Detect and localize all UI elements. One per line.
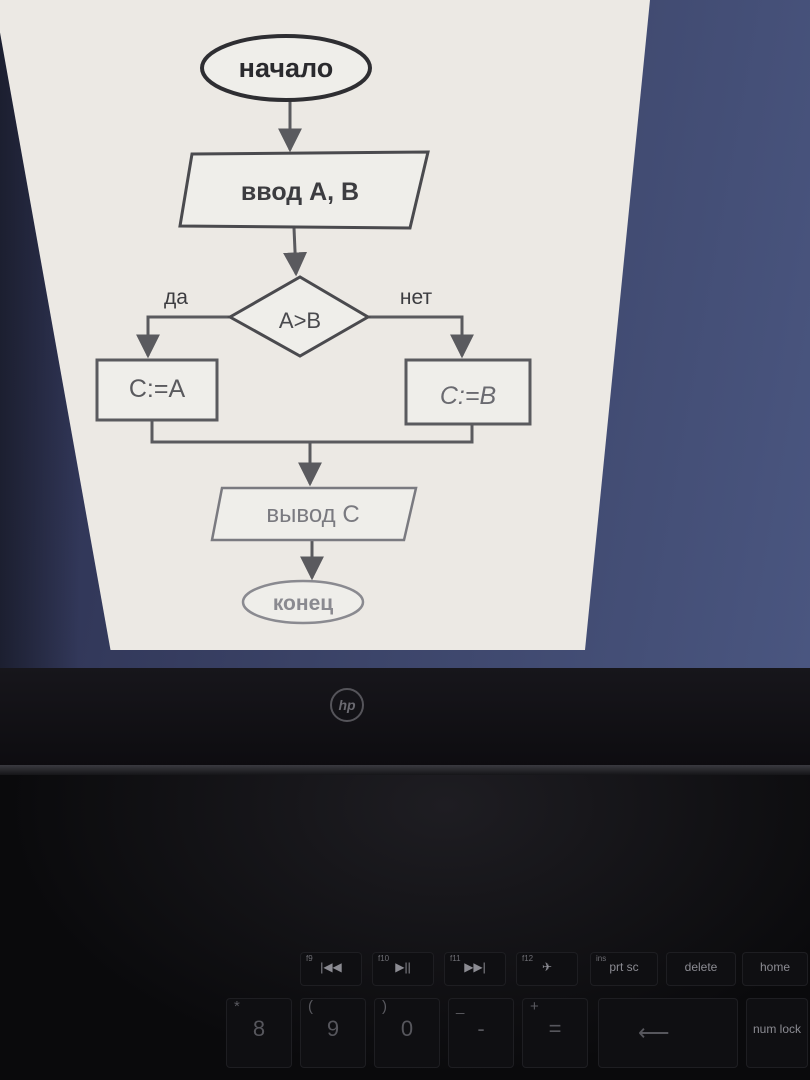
key-delete-label: delete [684,960,718,974]
key-prtsc[interactable]: ins prt sc [590,952,658,986]
key-f12-sub: f12 [522,954,534,963]
key-num-lock[interactable]: num lock [746,998,808,1068]
assign-no-box [404,358,532,426]
key-f9-sub: f9 [306,954,313,963]
start-terminal [200,34,372,102]
key-f9-label: |◀◀ [320,960,342,974]
hp-logo: hp [330,688,364,722]
key-8-main: 8 [252,1016,266,1041]
input-label: ввод A, B [241,178,359,206]
key-delete[interactable]: delete [666,952,736,986]
screen-bezel [0,668,810,768]
key-f10-sub: f10 [378,954,390,963]
key-9-shift: ( [308,998,313,1015]
key-0[interactable]: ) 0 [374,998,440,1068]
key-9-main: 9 [326,1016,340,1041]
key-f11-sub: f11 [450,954,461,963]
key-prtsc-sub: ins [596,954,607,963]
connector-merge [150,420,474,444]
end-terminal [241,579,365,625]
key-8[interactable]: * 8 [226,998,292,1068]
connector-input-decision [283,227,308,277]
key-0-shift: ) [382,998,387,1015]
no-label: нет [400,286,433,309]
backspace-arrow-icon: ⟵ [638,1020,670,1045]
key-minus-shift: _ [456,998,465,1015]
key-equals-main: = [548,1016,562,1041]
key-f11[interactable]: f11 ▶▶| [444,952,506,986]
flowchart: начало ввод A, B A>B да нет C:=A C:=B вы… [95,34,532,625]
key-f11-label: ▶▶| [464,960,486,974]
start-label: начало [239,53,334,83]
decision-diamond [226,275,371,358]
key-f10[interactable]: f10 ▶|| [372,952,434,986]
yes-label: да [164,286,188,309]
connector-yes-branch [136,315,230,359]
key-num-lock-label: num lock [752,1022,802,1036]
key-9[interactable]: ( 9 [300,998,366,1068]
key-f10-label: ▶|| [395,960,411,974]
input-parallelogram [178,150,430,230]
airplane-mode-icon: ✈ [541,960,553,974]
key-0-main: 0 [400,1016,414,1041]
connector-no-branch [368,315,474,359]
assign-no-label: C:=B [440,382,496,410]
key-equals[interactable]: + = [522,998,588,1068]
key-prtsc-label: prt sc [609,960,639,974]
assign-yes-label: C:=A [129,375,186,403]
output-label: вывод C [266,501,359,528]
key-home-label: home [759,960,791,974]
assign-yes-box [95,358,219,422]
key-home[interactable]: home [742,952,808,986]
key-f12[interactable]: f12 ✈ [516,952,578,986]
output-parallelogram [210,486,418,542]
end-label: конец [273,592,333,615]
key-8-shift: * [234,998,240,1015]
key-minus-main: - [477,1016,485,1041]
laptop-hinge [0,765,810,775]
key-equals-shift: + [530,998,539,1015]
key-backspace[interactable]: ⟵ [598,998,738,1068]
key-minus[interactable]: _ - [448,998,514,1068]
condition-label: A>B [279,308,321,333]
key-f9[interactable]: f9 |◀◀ [300,952,362,986]
